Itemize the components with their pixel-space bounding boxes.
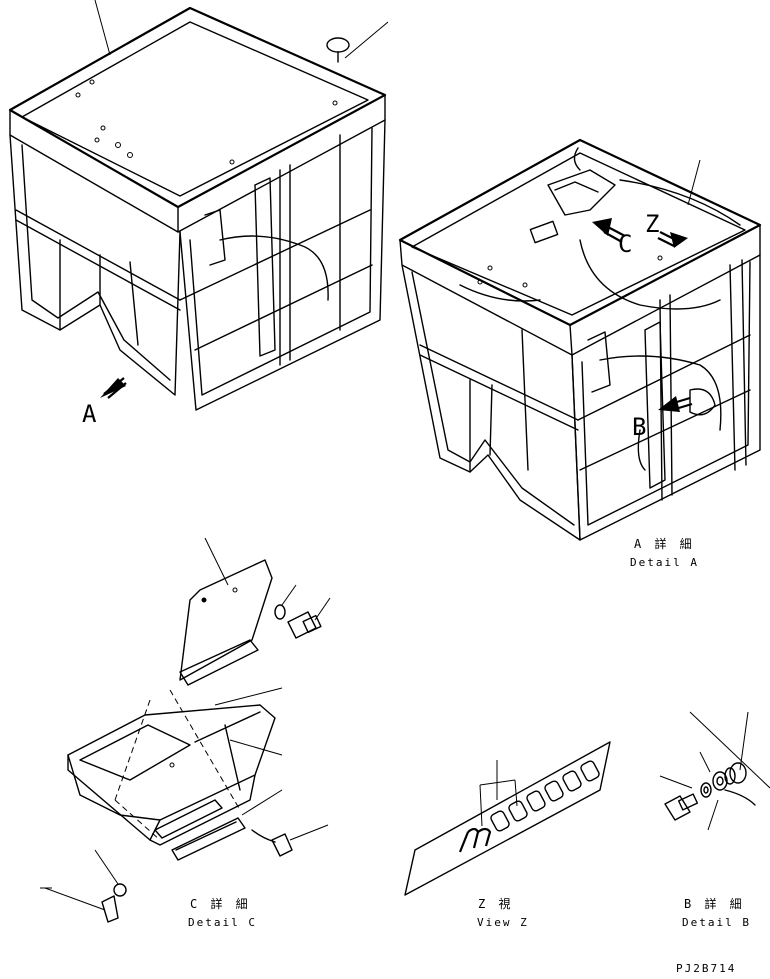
detail-b-view: B 詳 細 Detail B <box>659 711 770 929</box>
view-z-caption-jp: Z 視 <box>478 896 513 911</box>
view-z-caption-en: View Z <box>477 916 529 929</box>
detail-b-caption-jp: B 詳 細 <box>684 896 745 911</box>
detail-a-caption-en: Detail A <box>630 556 699 569</box>
callout-z: Z <box>645 210 659 238</box>
drawing-number: PJ2B714 <box>676 962 736 975</box>
decal-logo-lettering <box>458 760 600 853</box>
cab-detail-view: C Z B A 詳 細 Detail A <box>398 138 762 569</box>
cab-overall-view: A <box>8 0 389 428</box>
detail-b-caption-en: Detail B <box>682 916 751 929</box>
callout-c: C <box>618 230 632 258</box>
detail-c-caption-en: Detail C <box>188 916 257 929</box>
callout-b: B <box>632 413 646 441</box>
detail-a-caption-jp: A 詳 細 <box>634 536 695 551</box>
detail-c-view: C 詳 細 Detail C <box>40 537 331 929</box>
view-z-decal: Z 視 View Z <box>404 741 611 929</box>
detail-c-caption-jp: C 詳 細 <box>190 896 251 911</box>
callout-a: A <box>82 400 97 428</box>
